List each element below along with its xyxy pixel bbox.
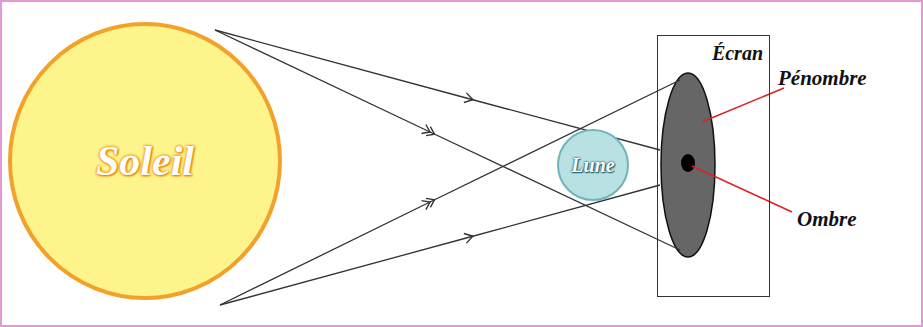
leader-line bbox=[702, 88, 784, 122]
penumbra-label: Pénombre bbox=[778, 66, 867, 91]
node-label: Soleil bbox=[96, 137, 194, 185]
penumbra-ellipse bbox=[661, 73, 715, 257]
light-ray bbox=[215, 30, 680, 250]
node-label: Écran bbox=[712, 42, 763, 65]
umbra-label: Ombre bbox=[797, 207, 857, 232]
screen-box: Écran bbox=[657, 35, 770, 297]
light-ray bbox=[220, 80, 680, 305]
node-label: Lune bbox=[571, 154, 614, 177]
leader-line bbox=[692, 166, 792, 212]
light-ray bbox=[220, 185, 660, 305]
sun-circle: Soleil bbox=[8, 22, 282, 300]
moon-circle: Lune bbox=[557, 129, 629, 201]
umbra-ellipse bbox=[681, 154, 695, 172]
